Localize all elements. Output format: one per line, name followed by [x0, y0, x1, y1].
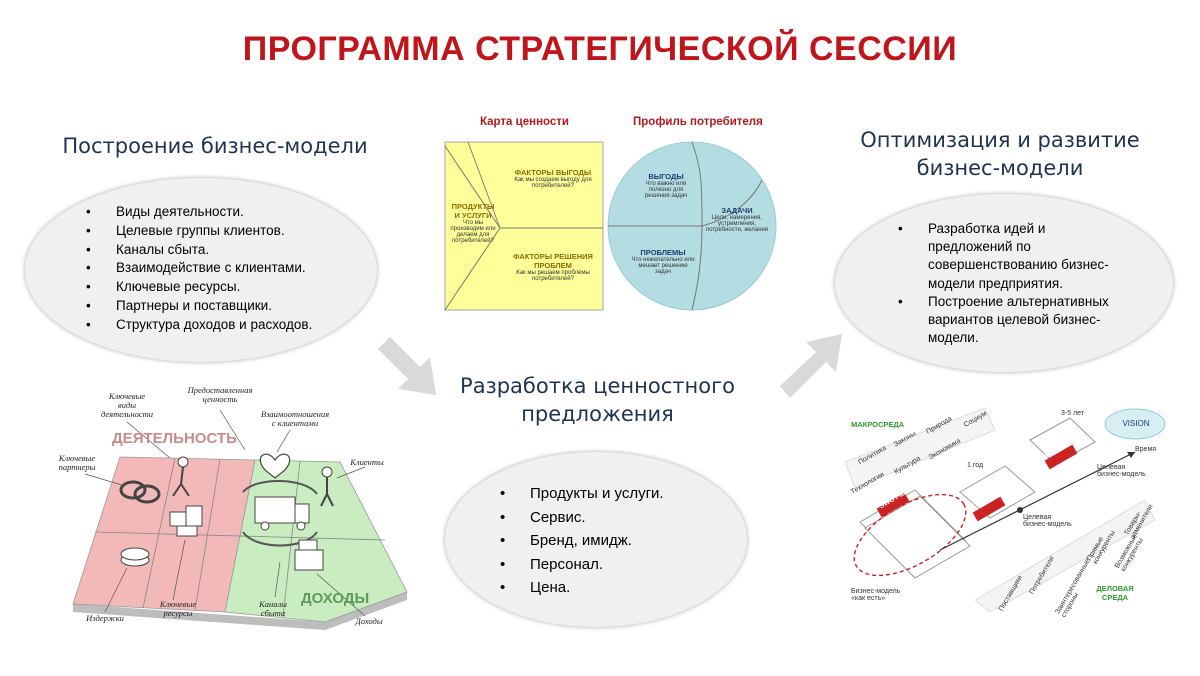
products-block: ПРОДУКТЫ И УСЛУГИ Что мы производим или …: [450, 202, 496, 244]
jobs-block: ЗАДАЧИ Цели, намерения, устремления, пот…: [705, 206, 769, 233]
strategy-diagram: МАКРОСРЕДА VISION 3-5 лет 1 год Стратеги…: [845, 400, 1175, 619]
list-item: Ключевые ресурсы.: [86, 278, 376, 297]
target-bm2-label: Целевая бизнес-модель: [1023, 514, 1072, 528]
list-item: Продукты и услуги.: [500, 482, 740, 506]
center-bullet-list: Продукты и услуги. Сервис. Бренд, имидж.…: [500, 482, 740, 600]
value-map-label: Карта ценности: [480, 116, 569, 128]
canvas-label-revenue: Доходы: [355, 616, 383, 626]
right-bullet-list: Разработка идей и предложений по соверше…: [898, 220, 1130, 347]
value-proposition-canvas: Карта ценности Профиль потребителя ФАКТО…: [440, 110, 785, 315]
list-item: Каналы сбыта.: [86, 241, 376, 260]
list-item: Разработка идей и предложений по соверше…: [898, 220, 1130, 293]
canvas-label-partners: Ключевые партнеры: [58, 453, 96, 472]
list-item: Структура доходов и расходов.: [86, 316, 376, 335]
list-item: Целевые группы клиентов.: [86, 222, 376, 241]
list-item: Цена.: [500, 576, 740, 600]
canvas-label-channels: Каналы сбыта: [259, 599, 287, 618]
vp-drawing: [444, 141, 777, 311]
arrow-right-up-icon: [780, 334, 842, 398]
canvas-label-resources: Ключевые ресурсы: [159, 599, 197, 618]
list-item: Взаимодействие с клиентами.: [86, 259, 376, 278]
business-model-canvas: ДЕЯТЕЛЬНОСТЬ ДОХОДЫ Ключевые виды деятел…: [55, 382, 410, 634]
canvas-label-value: Предоставленная ценность: [187, 385, 253, 404]
target-bm-label: Целевая бизнес-модель: [1097, 464, 1146, 478]
business-env-label: ДЕЛОВАЯ СРЕДА: [1096, 584, 1134, 602]
one-year-label: 1 год: [967, 462, 984, 469]
list-item: Сервис.: [500, 506, 740, 530]
years-label: 3-5 лет: [1061, 410, 1085, 417]
right-section-title: Оптимизация и развитие бизнес-модели: [860, 128, 1140, 180]
gains-block: ВЫГОДЫ Что важно или полезно для решения…: [644, 172, 688, 199]
left-section-title: Построение бизнес-модели: [62, 134, 368, 158]
gains-creators-block: ФАКТОРЫ ВЫГОДЫ Как мы создаем выгоду для…: [514, 168, 592, 189]
time-label: Время: [1135, 446, 1157, 453]
list-item: Виды деятельности.: [86, 203, 376, 222]
list-item: Построение альтернативных вариантов целе…: [898, 293, 1130, 348]
arrow-right-down-icon: [378, 337, 436, 395]
canvas-label-clients: Клиенты: [350, 457, 384, 467]
canvas-drawing: [72, 409, 408, 630]
pain-relievers-block: ФАКТОРЫ РЕШЕНИЯ ПРОБЛЕМ Как мы решаем пр…: [513, 252, 593, 282]
current-bm-label: Бизнес-модель «как есть»: [851, 588, 901, 602]
customer-profile-label: Профиль потребителя: [633, 116, 763, 128]
pains-block: ПРОБЛЕМЫ Что нежелательно или мешает реш…: [631, 248, 695, 275]
list-item: Бренд, имидж.: [500, 529, 740, 553]
macro-label: МАКРОСРЕДА: [851, 420, 905, 429]
vision-label: VISION: [1122, 419, 1150, 428]
canvas-label-key-activities: Ключевые виды деятельности: [100, 391, 154, 419]
list-item: Партнеры и поставщики.: [86, 297, 376, 316]
strategy-drawing: [845, 407, 1166, 612]
list-item: Персонал.: [500, 553, 740, 577]
center-section-title: Разработка ценностного предложения: [460, 374, 735, 426]
left-bullet-list: Виды деятельности. Целевые группы клиент…: [86, 203, 376, 335]
canvas-label-costs: Издержки: [86, 613, 124, 623]
page-title: ПРОГРАММА СТРАТЕГИЧЕСКОЙ СЕССИИ: [242, 30, 958, 68]
canvas-label-relations: Взаимоотношения с клиентами: [260, 409, 330, 428]
canvas-activity-label: ДЕЯТЕЛЬНОСТЬ: [112, 430, 237, 447]
canvas-income-label: ДОХОДЫ: [301, 590, 370, 607]
